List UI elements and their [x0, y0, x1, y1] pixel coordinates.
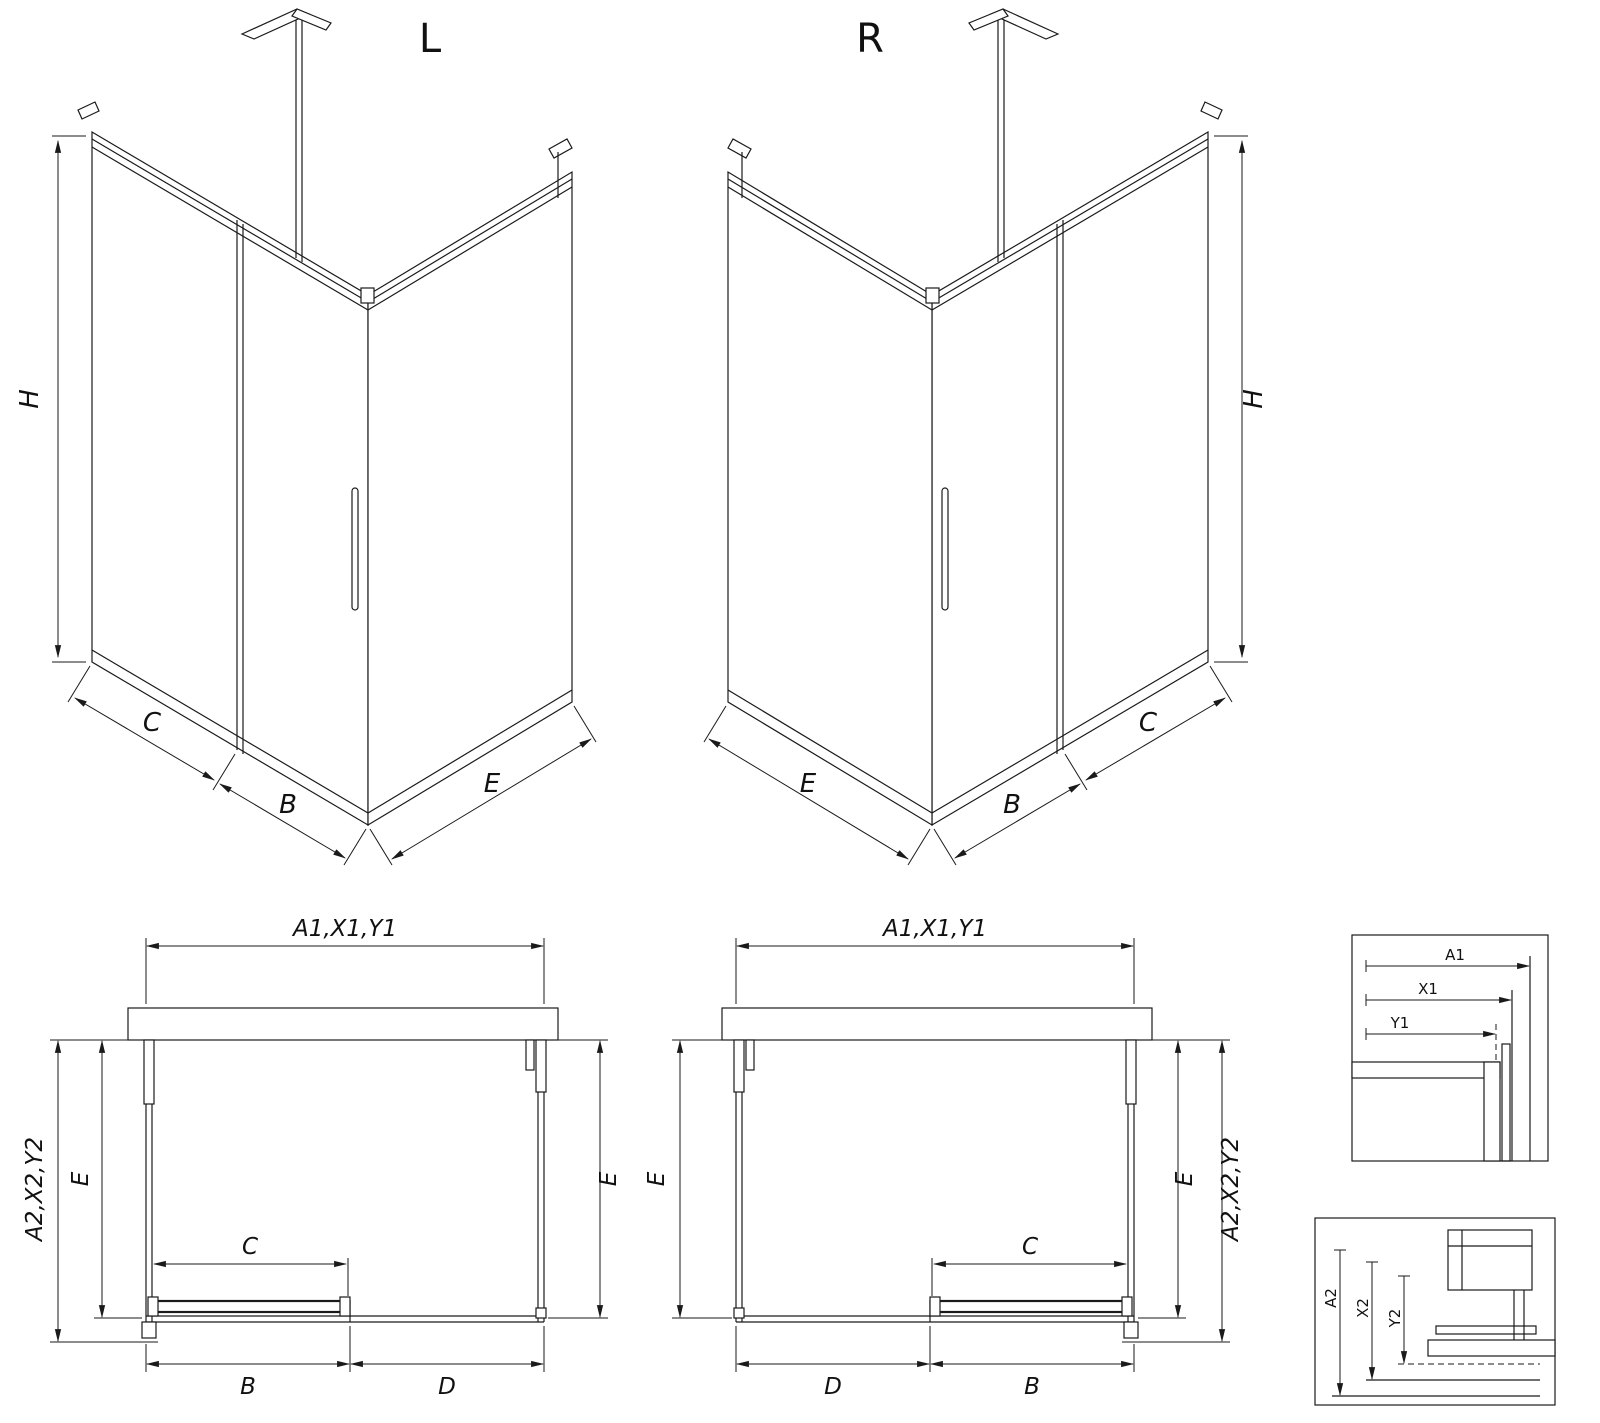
dim-label-e-right: E: [800, 769, 817, 799]
profile-bar-vertical: [1483, 1061, 1501, 1162]
dim-label-b-right-plan: B: [1024, 1374, 1040, 1400]
dim-label-b-left-plan: B: [240, 1374, 256, 1400]
dim-label-d-right-plan: D: [824, 1374, 842, 1400]
detail-top-labels: A1 X1 Y1: [1390, 946, 1465, 1032]
iso-structure-right-use: [704, 9, 1248, 865]
detail-label-x1: X1: [1418, 980, 1438, 998]
glass-section-hatched: [1501, 1043, 1511, 1162]
dim-label-e-left-right-plan: E: [644, 1171, 670, 1186]
dim-label-b-left: B: [279, 790, 297, 820]
dim-label-e-left: E: [484, 769, 501, 799]
profile-bar-horizontal: [1351, 1061, 1501, 1079]
dim-label-c-right: C: [1139, 708, 1158, 738]
plan-view-right: A1,X1,Y1 A2,X2,Y2 E E C D B: [644, 916, 1244, 1400]
detail-bottom-border: [1314, 1217, 1556, 1406]
detail-view-top: A1 X1 Y1: [1351, 934, 1549, 1162]
dim-label-e-right-left-plan: E: [596, 1171, 622, 1186]
dim-label-h-right: H: [1239, 389, 1269, 409]
detail-bottom-labels: A2 X2 Y2: [1322, 1288, 1404, 1328]
detail-label-y1: Y1: [1390, 1014, 1410, 1032]
plan-structure-right-use: [672, 938, 1230, 1372]
profile-section-box: [1447, 1229, 1533, 1291]
dim-label-a1-left-plan: A1,X1,Y1: [291, 916, 397, 942]
wall-hatch-strip-left-plan: [127, 1007, 559, 1041]
detail-top-border: [1351, 934, 1549, 1162]
plan-structure-left-use: [50, 938, 608, 1372]
dim-label-c-right-plan: C: [1022, 1234, 1038, 1260]
dim-label-b-right: B: [1003, 790, 1021, 820]
dim-label-a2-left-plan: A2,X2,Y2: [22, 1137, 48, 1243]
detail-label-x2: X2: [1354, 1298, 1372, 1318]
view-title-left: L: [419, 16, 442, 62]
dim-label-a2-right-plan: A2,X2,Y2: [1218, 1137, 1244, 1243]
detail-label-y2: Y2: [1386, 1309, 1404, 1329]
view-title-right: R: [856, 16, 884, 62]
dim-label-h-left: H: [15, 389, 45, 409]
wall-hatch-strip-right-plan: [721, 1007, 1153, 1041]
detail-label-a2: A2: [1322, 1288, 1340, 1308]
dim-label-c-left-plan: C: [242, 1234, 258, 1260]
dim-label-d-left-plan: D: [438, 1374, 456, 1400]
glass-section-hatched-bottom: [1435, 1325, 1537, 1335]
detail-view-bottom: A2 X2 Y2: [1314, 1217, 1556, 1406]
dim-label-e-left-left-plan: E: [68, 1171, 94, 1186]
dim-label-a1-right-plan: A1,X1,Y1: [881, 916, 987, 942]
dim-label-c-left: C: [143, 708, 162, 738]
iso-view-left: L H C B E: [15, 9, 596, 865]
iso-structure-left-use: [52, 9, 596, 865]
dim-label-e-right-right-plan: E: [1172, 1171, 1198, 1186]
plan-view-left: A1,X1,Y1 A2,X2,Y2 E E C B D: [22, 916, 622, 1400]
detail-label-a1: A1: [1445, 946, 1465, 964]
profile-bar-bottom: [1427, 1339, 1556, 1357]
iso-view-right: R H C B E: [704, 9, 1269, 865]
